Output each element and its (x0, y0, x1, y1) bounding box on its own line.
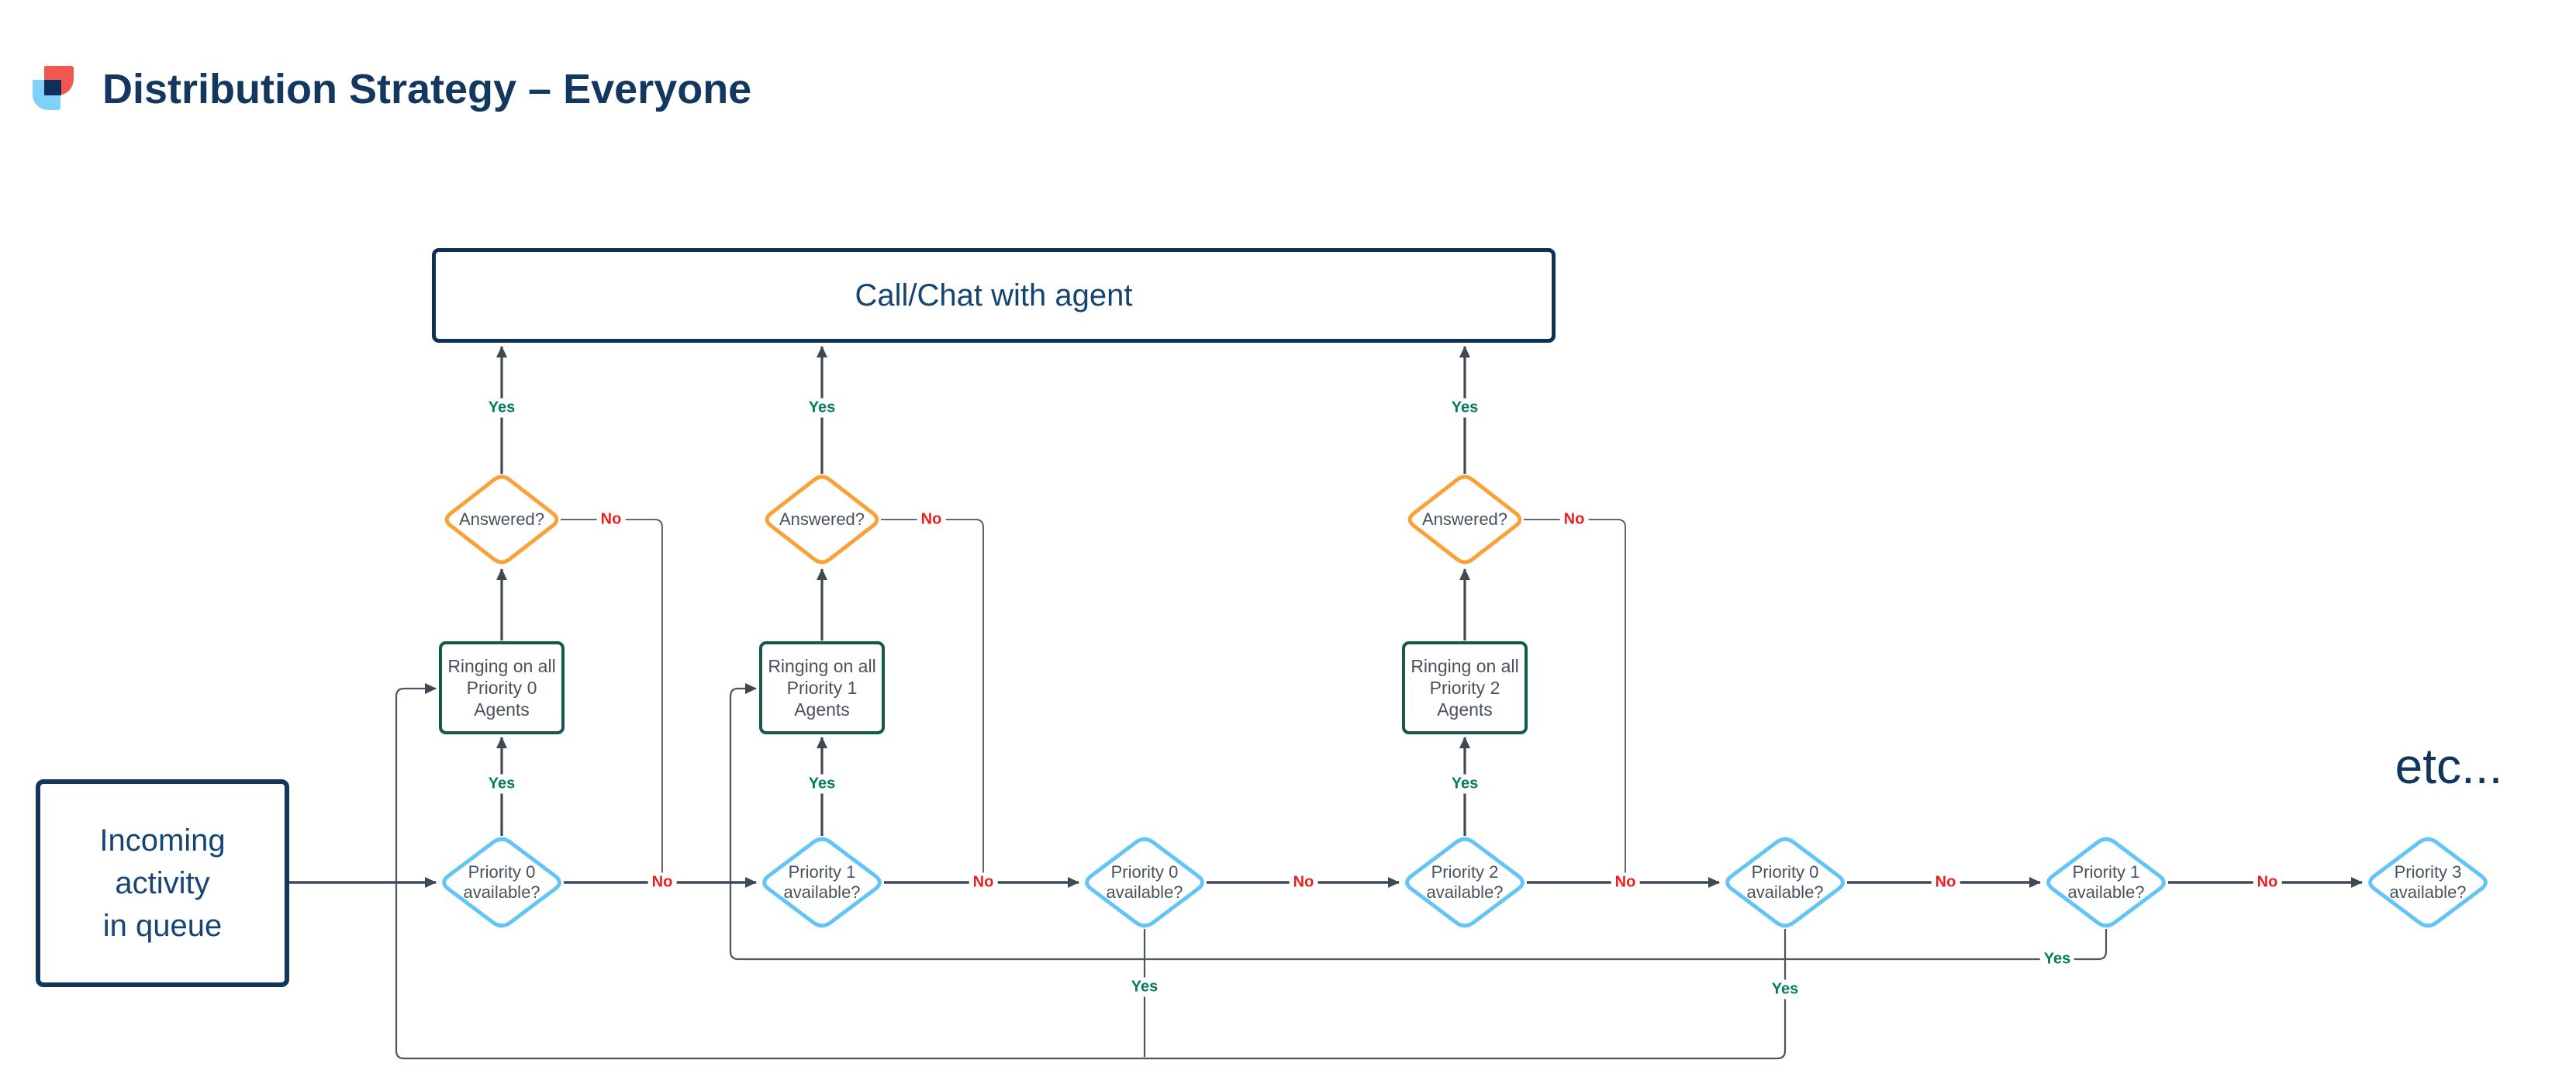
priority-diamond-5 (1725, 837, 1845, 928)
priority-diamond-7 (2368, 837, 2488, 928)
answered-diamond-2 (765, 475, 879, 564)
page-title: Distribution Strategy – Everyone (102, 66, 752, 112)
answered3-label: Answered? (1421, 509, 1508, 529)
ringing2-line1: Ringing on all (768, 656, 876, 676)
priority-diamond-6 (2046, 837, 2166, 928)
yes-label-priority1: Yes (484, 774, 520, 794)
ringing1-line1: Ringing on all (447, 656, 556, 676)
yes-label-priority2: Yes (804, 774, 840, 794)
ringing-priority0-node: Ringing on all Priority 0 Agents (439, 641, 565, 734)
edge-answered3-no (1524, 519, 1626, 881)
edge-answered2-no (881, 519, 984, 881)
incoming-label-line1: Incoming (99, 823, 226, 858)
edge-p5-yes-loop-to-ringing1 (395, 683, 1787, 1060)
priority-diamond-1 (442, 837, 561, 928)
edge-p6-yes-loop-to-ringing2 (729, 683, 2108, 961)
logo-navy-square (44, 80, 61, 95)
no-label-p6: No (2253, 872, 2282, 892)
yes-label-priority4: Yes (1447, 774, 1483, 794)
priority-diamond-4 (1405, 837, 1525, 928)
call-chat-node: Call/Chat with agent (432, 248, 1556, 343)
yes-label-answered2: Yes (804, 398, 840, 418)
ringing2-line3: Agents (794, 699, 850, 720)
ringing-priority1-node: Ringing on all Priority 1 Agents (759, 641, 885, 734)
incoming-label-line3: in queue (102, 908, 223, 943)
no-label-p4: No (1611, 872, 1640, 892)
yes-label-answered1: Yes (484, 398, 520, 418)
incoming-label-line2: activity (115, 865, 210, 900)
no-label-p2: No (969, 872, 998, 892)
ringing1-line2: Priority 0 (466, 678, 537, 698)
ringing-priority2-node: Ringing on all Priority 2 Agents (1402, 641, 1528, 734)
priority-diamond-3 (1085, 837, 1204, 928)
answered2-label: Answered? (779, 509, 865, 529)
call-chat-label: Call/Chat with agent (855, 278, 1133, 312)
no-label-p1: No (647, 872, 677, 892)
answered-diamond-1 (444, 475, 559, 564)
yes-label-answered3: Yes (1447, 398, 1483, 418)
no-label-answered2: No (917, 509, 946, 530)
etc-label: etc... (2395, 738, 2503, 794)
ringing1-line3: Agents (474, 699, 530, 720)
edge-answered1-no (561, 519, 663, 881)
yes-label-priority6-loop: Yes (2039, 949, 2075, 969)
priority-diamond-2 (762, 837, 882, 928)
no-label-p3: No (1289, 872, 1318, 892)
ringing3-line1: Ringing on all (1411, 656, 1519, 676)
ringing2-line2: Priority 1 (786, 678, 858, 698)
yes-label-priority5-loop: Yes (1767, 979, 1803, 1000)
no-label-answered1: No (596, 509, 626, 530)
no-label-p5: No (1931, 872, 1960, 892)
no-label-answered3: No (1559, 509, 1589, 530)
ringing3-line2: Priority 2 (1429, 678, 1500, 698)
answered-diamond-3 (1407, 475, 1522, 564)
yes-label-priority3-loop: Yes (1127, 977, 1162, 997)
incoming-activity-node: Incoming activity in queue (36, 779, 289, 987)
ringing3-line3: Agents (1437, 699, 1493, 720)
answered1-label: Answered? (458, 509, 545, 529)
